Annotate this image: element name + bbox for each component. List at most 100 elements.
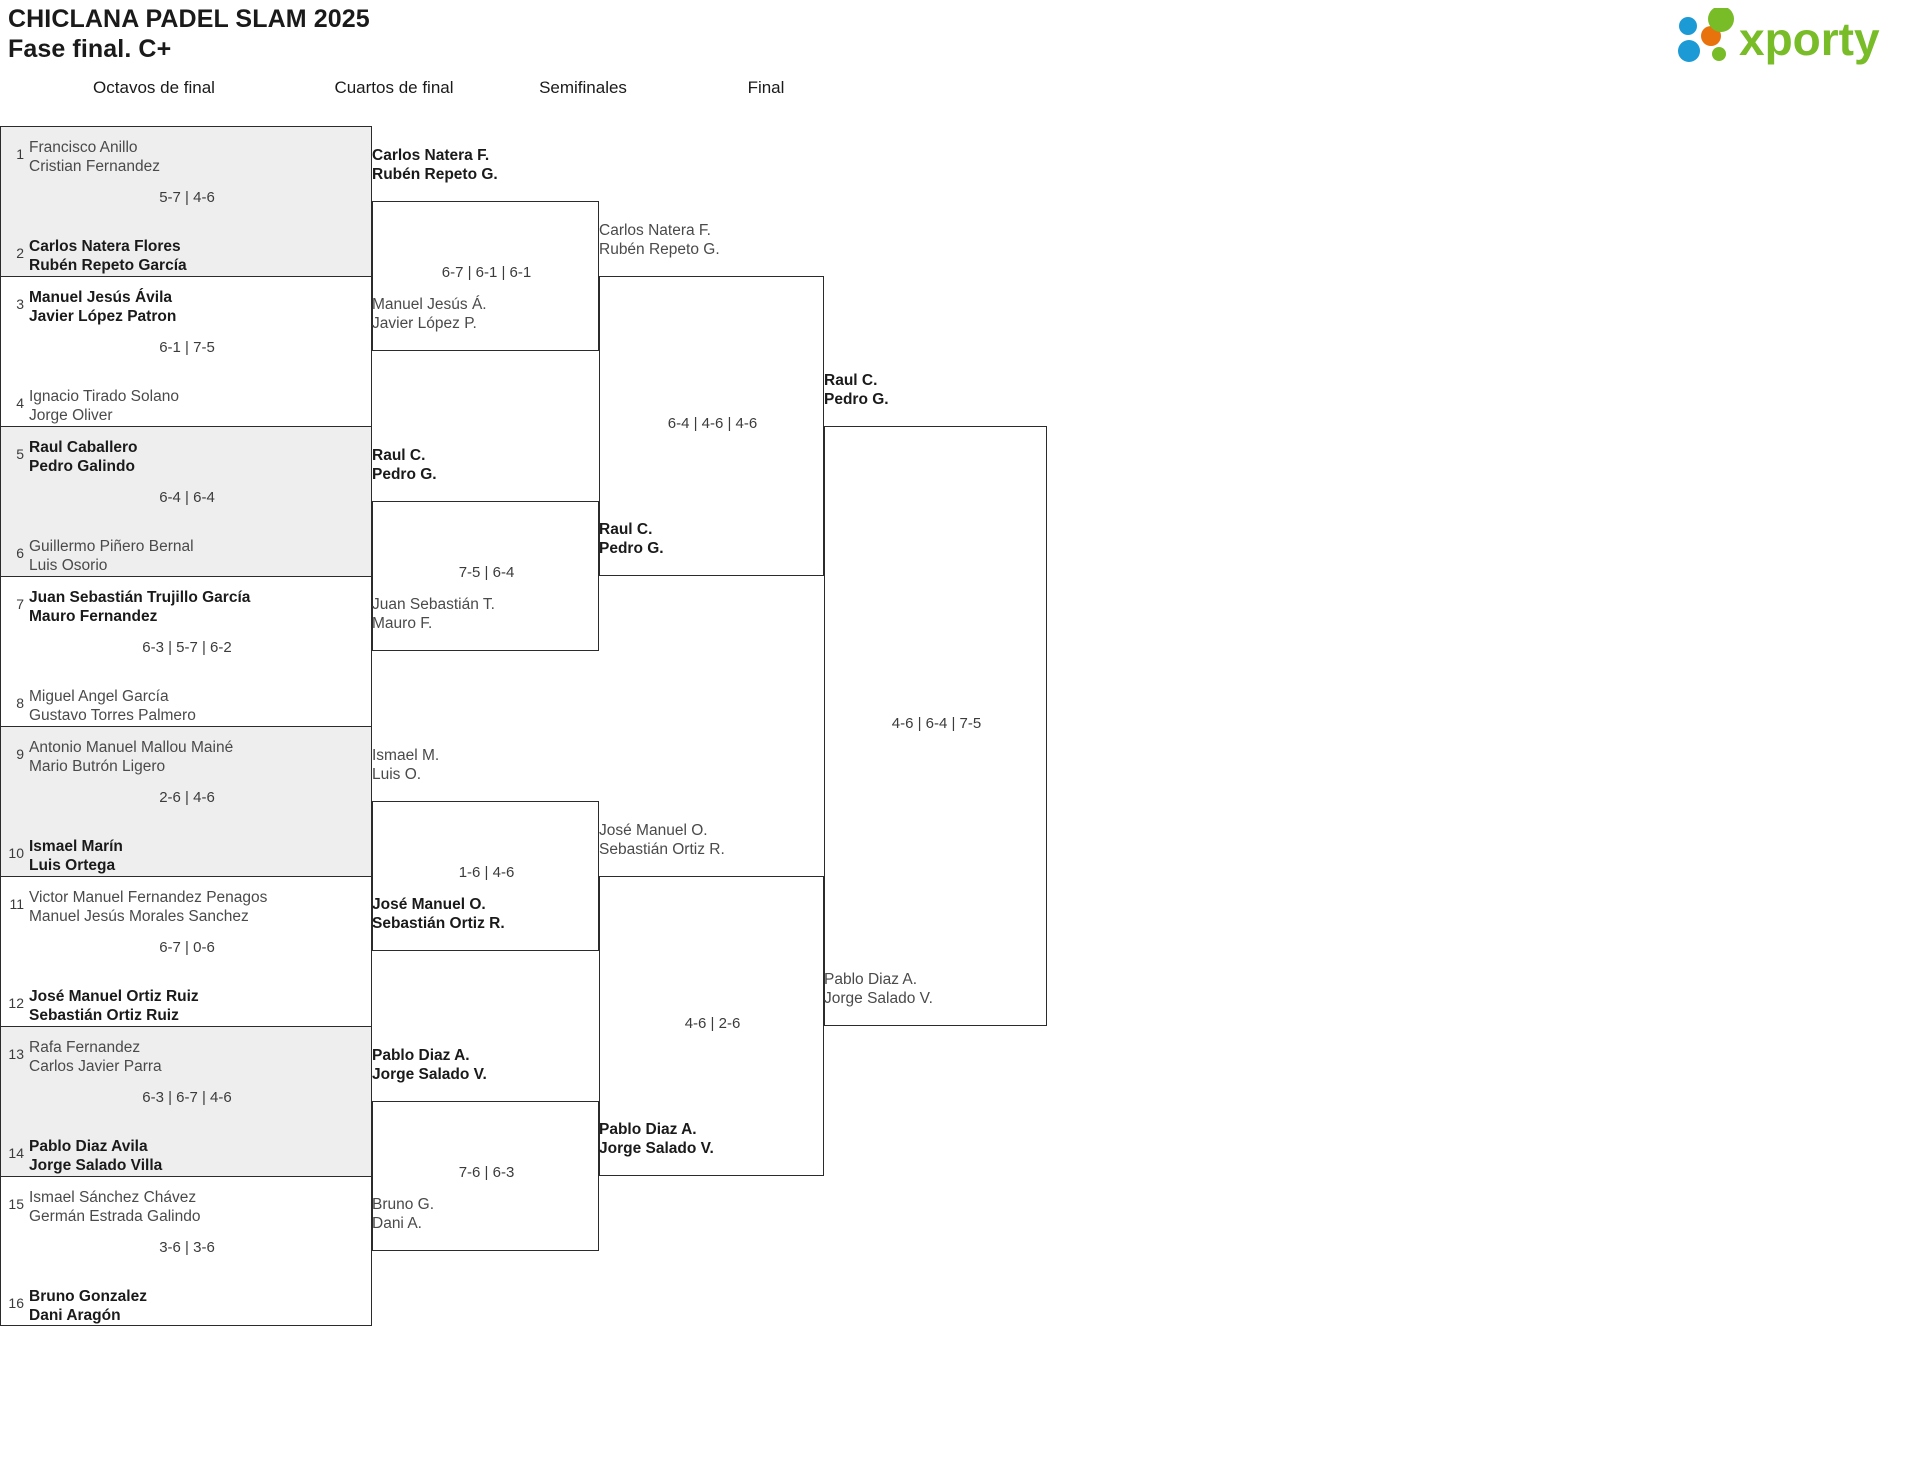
player-1: Manuel Jesús Á. [372, 296, 487, 313]
r16-match-8[interactable]: 15 Ismael Sánchez Chávez Germán Estrada … [0, 1176, 372, 1326]
round-header-final: Final [747, 78, 785, 97]
player-2: Sebastián Ortiz R. [599, 841, 725, 858]
r16-team-bottom: Miguel Angel García Gustavo Torres Palme… [29, 687, 196, 725]
player-2: Sebastián Ortiz R. [372, 915, 505, 932]
seed-number: 5 [16, 446, 24, 462]
seed-number: 6 [16, 545, 24, 561]
r16-team-top: Victor Manuel Fernandez Penagos Manuel J… [29, 888, 267, 926]
tournament-title: CHICLANA PADEL SLAM 2025 [8, 5, 370, 33]
player-2: Rubén Repeto G. [372, 166, 498, 183]
round-header-cuartos: Cuartos de final [334, 78, 454, 97]
sf-match-1-connector[interactable]: 6-4 | 4-6 | 4-6 [599, 276, 824, 576]
player-1: Guillermo Piñero Bernal [29, 538, 194, 555]
player-1: Bruno Gonzalez [29, 1288, 147, 1305]
logo-dot-green-small [1712, 47, 1726, 61]
player-2: Cristian Fernandez [29, 158, 160, 175]
qf-score: 1-6 | 4-6 [458, 864, 515, 881]
player-2: Pedro G. [824, 391, 889, 408]
player-2: Jorge Salado V. [824, 990, 933, 1007]
player-1: Pablo Diaz A. [372, 1047, 470, 1064]
r16-match-3[interactable]: 5 Raul Caballero Pedro Galindo 6-4 | 6-4… [0, 426, 372, 576]
seed-number: 16 [8, 1295, 24, 1311]
qf-team-top-1: Carlos Natera F. Rubén Repeto G. [372, 146, 498, 184]
player-2: Pedro G. [599, 540, 664, 557]
r16-team-top: Raul Caballero Pedro Galindo [29, 438, 138, 476]
player-1: Pablo Diaz A. [599, 1121, 697, 1138]
qf-team-top-3: Ismael M. Luis O. [372, 746, 439, 784]
qf-match-2-connector[interactable]: 7-5 | 6-4 [372, 501, 599, 651]
seed-number: 15 [8, 1196, 24, 1212]
player-1: Raul C. [372, 447, 426, 464]
r16-score: 2-6 | 4-6 [159, 789, 215, 806]
player-2: Dani A. [372, 1215, 422, 1232]
r16-match-1[interactable]: 1 Francisco Anillo Cristian Fernandez 5-… [0, 126, 372, 276]
final-team-top: Raul C. Pedro G. [824, 371, 889, 409]
page-header: CHICLANA PADEL SLAM 2025 Fase final. C+ [8, 4, 370, 64]
player-2: Dani Aragón [29, 1307, 121, 1324]
player-1: Carlos Natera Flores [29, 238, 181, 255]
qf-match-4-connector[interactable]: 7-6 | 6-3 [372, 1101, 599, 1251]
player-2: Jorge Oliver [29, 407, 113, 424]
r16-match-7[interactable]: 13 Rafa Fernandez Carlos Javier Parra 6-… [0, 1026, 372, 1176]
r16-match-2[interactable]: 3 Manuel Jesús Ávila Javier López Patron… [0, 276, 372, 426]
player-1: Raul C. [599, 521, 653, 538]
r16-score: 6-4 | 6-4 [159, 489, 215, 506]
player-1: Ismael Marín [29, 838, 123, 855]
player-2: Jorge Salado V. [599, 1140, 714, 1157]
player-1: Ignacio Tirado Solano [29, 388, 179, 405]
r16-score: 3-6 | 3-6 [159, 1239, 215, 1256]
sf-score: 4-6 | 2-6 [684, 1015, 741, 1032]
r16-team-top: Francisco Anillo Cristian Fernandez [29, 138, 160, 176]
sf-match-2-connector[interactable]: 4-6 | 2-6 [599, 876, 824, 1176]
player-2: Gustavo Torres Palmero [29, 707, 196, 724]
player-2: Mauro Fernandez [29, 608, 158, 625]
logo-dot-green-big [1708, 6, 1734, 32]
player-2: Mauro F. [372, 615, 433, 632]
player-2: Luis Osorio [29, 557, 108, 574]
player-1: Pablo Diaz Avila [29, 1138, 148, 1155]
player-1: Raul Caballero [29, 439, 138, 456]
player-1: Victor Manuel Fernandez Penagos [29, 889, 268, 906]
player-1: Manuel Jesús Ávila [29, 289, 173, 306]
player-2: Luis O. [372, 766, 422, 783]
player-2: Jorge Salado V. [372, 1066, 487, 1083]
r16-score: 6-7 | 0-6 [159, 939, 215, 956]
r16-match-5[interactable]: 9 Antonio Manuel Mallou Mainé Mario Butr… [0, 726, 372, 876]
r16-team-top: Ismael Sánchez Chávez Germán Estrada Gal… [29, 1188, 200, 1226]
r16-score: 6-3 | 6-7 | 4-6 [142, 1089, 232, 1106]
round-header-semis: Semifinales [539, 78, 627, 97]
r16-team-bottom: Carlos Natera Flores Rubén Repeto García [29, 237, 187, 275]
player-1: Raul C. [824, 372, 878, 389]
player-1: Antonio Manuel Mallou Mainé [29, 739, 234, 756]
final-match-connector[interactable]: 4-6 | 6-4 | 7-5 [824, 426, 1047, 1026]
seed-number: 10 [8, 845, 24, 861]
qf-team-top-4: Pablo Diaz A. Jorge Salado V. [372, 1046, 487, 1084]
qf-team-top-2: Raul C. Pedro G. [372, 446, 437, 484]
player-2: Rubén Repeto García [29, 257, 187, 274]
player-2: Germán Estrada Galindo [29, 1208, 201, 1225]
player-2: Pedro G. [372, 466, 437, 483]
player-1: José Manuel O. [372, 896, 486, 913]
qf-score: 7-5 | 6-4 [458, 564, 515, 581]
xporty-logo[interactable]: xporty [1674, 6, 1904, 66]
r16-match-6[interactable]: 11 Victor Manuel Fernandez Penagos Manue… [0, 876, 372, 1026]
player-1: Carlos Natera F. [372, 147, 490, 164]
seed-number: 3 [16, 296, 24, 312]
player-1: Pablo Diaz A. [824, 971, 918, 988]
r16-team-top: Juan Sebastián Trujillo García Mauro Fer… [29, 588, 250, 626]
player-1: Juan Sebastián Trujillo García [29, 589, 251, 606]
player-2: Pedro Galindo [29, 458, 135, 475]
r16-score: 6-1 | 7-5 [159, 339, 215, 356]
seed-number: 13 [8, 1046, 24, 1062]
player-2: Javier López Patron [29, 308, 177, 325]
seed-number: 4 [16, 395, 24, 411]
r16-team-bottom: José Manuel Ortiz Ruiz Sebastián Ortiz R… [29, 987, 199, 1025]
player-1: Ismael M. [372, 747, 440, 764]
qf-match-3-connector[interactable]: 1-6 | 4-6 [372, 801, 599, 951]
r16-match-4[interactable]: 7 Juan Sebastián Trujillo García Mauro F… [0, 576, 372, 726]
player-1: Ismael Sánchez Chávez [29, 1189, 197, 1206]
qf-score: 7-6 | 6-3 [458, 1164, 515, 1181]
player-2: Sebastián Ortiz Ruiz [29, 1007, 179, 1024]
qf-match-1-connector[interactable]: 6-7 | 6-1 | 6-1 [372, 201, 599, 351]
